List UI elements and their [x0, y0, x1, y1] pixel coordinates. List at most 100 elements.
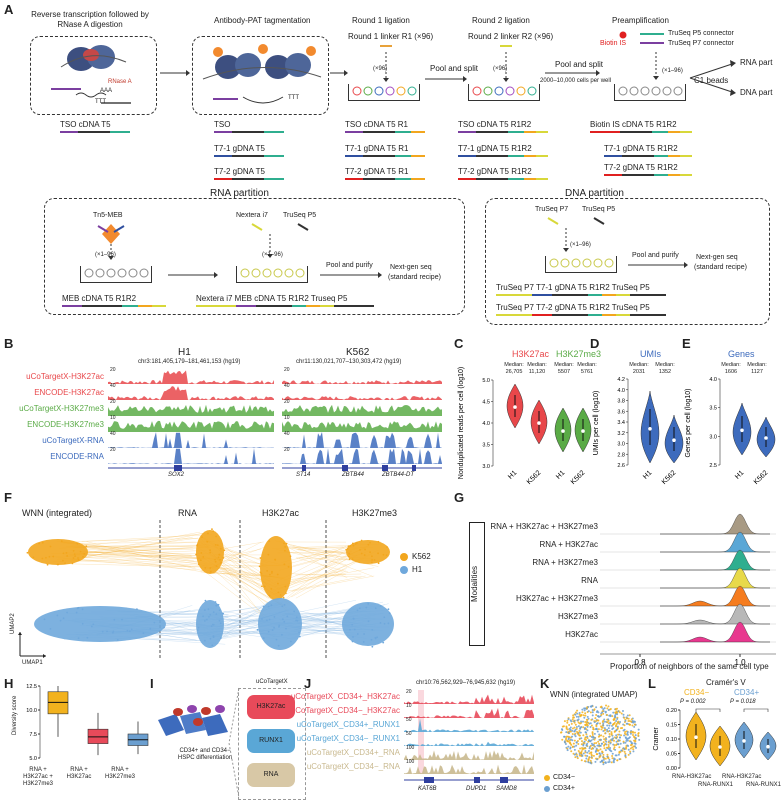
gene-kat6b: KAT6B: [418, 786, 437, 792]
b-track-max-h1: 40: [110, 383, 116, 389]
j-track-max: 100: [406, 759, 415, 765]
gene-samd8: SAMD8: [496, 786, 517, 792]
ttt-label-2: TTT: [288, 95, 299, 101]
violin-median: [581, 429, 585, 433]
nucleosome-illustration-1: [51, 45, 131, 104]
median-value: 26,705: [505, 369, 523, 375]
frag-pat-2: T7-2 gDNA T5: [214, 167, 265, 176]
round2-plate: [468, 84, 540, 101]
g-ridge: [660, 549, 771, 571]
k-legend: CD34− CD34+: [544, 772, 575, 794]
i-item-rna: RNA: [247, 763, 295, 787]
rna-frag-1-bar: [62, 305, 166, 307]
f-col-rna: RNA: [178, 508, 198, 518]
round2-linker-arrow: [500, 45, 512, 82]
y-tick-label: 3.6: [617, 409, 625, 415]
k562-title: K562: [346, 347, 370, 358]
y-tick-label: 4.0: [482, 421, 490, 427]
g-ridge: [660, 603, 770, 625]
median-label: Median:: [577, 362, 597, 368]
g-ridge: [660, 585, 771, 607]
g-ridge: [660, 621, 770, 643]
frag-pre-bars: [590, 131, 692, 176]
frag-pat-bars: [214, 131, 284, 180]
arrow-4: [545, 70, 600, 76]
x-tick-label: H1: [734, 469, 745, 480]
panel-label-b: B: [4, 336, 14, 351]
rna-x1-96-2: (×1–96): [262, 252, 283, 258]
j-track-max: 50: [406, 717, 412, 723]
x-tick-label: K562: [570, 469, 587, 486]
l-y-tick: 0.00: [666, 766, 677, 772]
nucleosome-illustration-2: [202, 44, 322, 104]
round1-linker-label: Round 1 linker R1 (×96): [348, 32, 434, 41]
median-label: Median:: [554, 362, 574, 368]
preamp-x1-96: (×1–96): [662, 68, 683, 74]
k-umap-plot: [559, 704, 641, 766]
j-track-max: 100: [406, 745, 415, 751]
g-row-label: H3K27me3: [557, 612, 598, 621]
i-caption: CD34+ and CD34− HSPC differentiation: [177, 748, 233, 761]
rna-truseq-p5-label: TruSeq P5: [283, 212, 317, 219]
g-x-tick: 1.0: [734, 658, 746, 667]
h-y-tick: 12.5: [26, 684, 37, 690]
y-tick-label: 3.5: [709, 406, 717, 412]
frag-r1r2-0: TSO cDNA T5 R1R2: [458, 120, 532, 129]
nextera-i7-label: Nextera i7: [236, 212, 268, 219]
cells-per-well: 2000–10,000 cells per well: [540, 78, 612, 84]
l-xlabel-1: RNA-RUNX1: [698, 782, 734, 788]
b-track-max-k562: 10: [284, 415, 290, 421]
j-track-signal: [404, 704, 534, 718]
dna-pool-purify: Pool and purify: [632, 252, 679, 259]
y-tick-label: 5.0: [482, 378, 490, 384]
k-legend-cd34pos-dot: [544, 785, 550, 792]
y-axis-title: UMIs per cell (log10): [593, 391, 600, 456]
aaa-label: AAA: [100, 88, 113, 94]
dna-frag-2: TruSeq P7 T7-2 gDNA T5 R1R2 TruSeq P5: [496, 303, 650, 312]
gene-zbtb44: ZBTB44: [342, 472, 365, 478]
f-umap-plot: [26, 520, 394, 660]
x-tick-label: H1: [507, 469, 518, 480]
b-track-max-h1: 20: [110, 447, 116, 453]
median-value: 11,120: [528, 369, 546, 375]
legend-k562-dot: [400, 552, 408, 561]
frag-r1r2-bars: [458, 131, 548, 180]
b-track-signal: [282, 396, 442, 400]
panel-label-d: D: [590, 336, 600, 351]
step-title-pat: Antibody-PAT tagmentation: [214, 16, 311, 25]
violin-median: [648, 427, 652, 431]
b-track-max-k562: 20: [284, 367, 290, 373]
frag-pre-1: T7-1 gDNA T5 R1R2: [604, 144, 678, 153]
y-tick-label: 2.8: [617, 452, 625, 458]
b-track-signal: [108, 386, 274, 400]
umap-axes-icon: [18, 632, 46, 658]
k-legend-cd34pos: CD34+: [553, 785, 575, 792]
panel-label-e: E: [682, 336, 691, 351]
preamp-arrow: [653, 52, 659, 80]
i-box: H3K27ac RUNX1 RNA: [238, 688, 306, 800]
median-label: Median:: [629, 362, 649, 368]
y-axis-title: Nonduplicated reads per cell (log10): [458, 367, 465, 479]
b-track-signal: [282, 448, 442, 464]
h-xlabel-0: RNA + H3K27ac + H3K27me3: [22, 767, 54, 787]
c-title-1: H3K27ac: [512, 349, 550, 359]
panel-label-f: F: [4, 490, 12, 505]
rna-part-label: RNA part: [740, 58, 773, 67]
median-value: 1352: [658, 369, 672, 375]
arrow-3: [425, 76, 467, 82]
i-bracket: [228, 687, 240, 799]
gene-st14: ST14: [296, 472, 311, 478]
h1-gene-model: [108, 465, 274, 471]
frag-r1r2-2: T7-2 gDNA T5 R1R2: [458, 167, 532, 176]
umap-cluster: [258, 598, 302, 650]
b-track-signal: [108, 404, 274, 416]
g-xlabel: Proportion of neighbors of the same cell…: [610, 662, 769, 671]
h1-coord: chr3:181,405,179–181,461,153 (hg19): [138, 359, 241, 365]
rna-arrow-1: [168, 272, 218, 278]
umap-cluster: [342, 602, 394, 646]
l-xlabel-3: RNA-RUNX1: [746, 782, 782, 788]
dna-standard: (standard recipe): [694, 264, 747, 271]
hspc-cells-illustration: [158, 705, 228, 736]
panel-label-j: J: [304, 676, 312, 691]
